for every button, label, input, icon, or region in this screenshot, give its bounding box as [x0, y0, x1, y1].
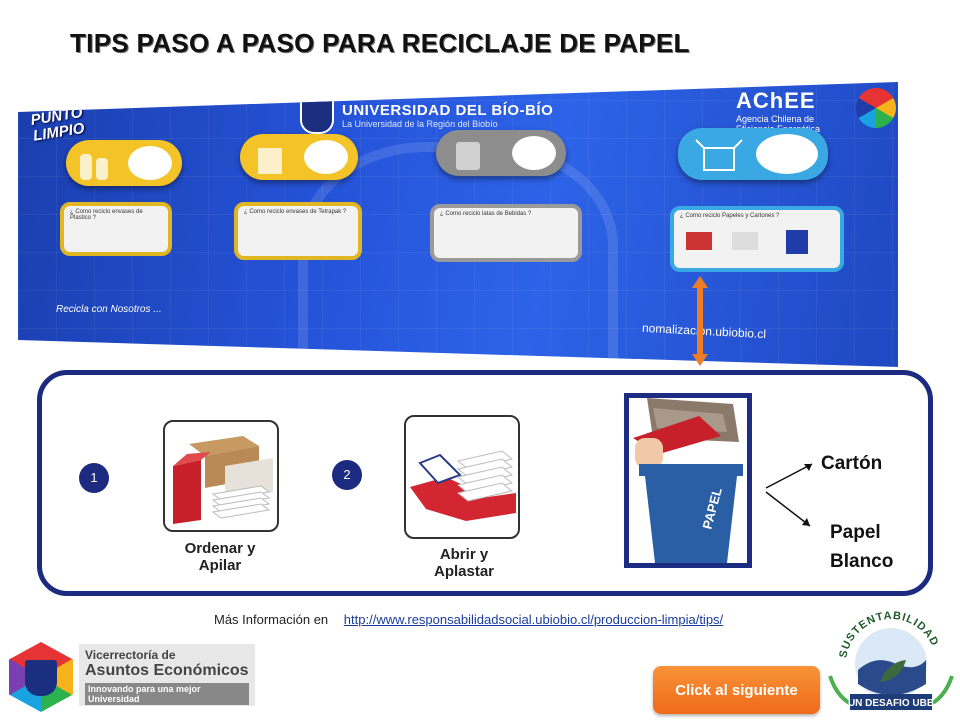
- page-title: TIPS PASO A PASO PARA RECICLAJE DE PAPEL: [70, 28, 690, 58]
- bottle-icon: [80, 154, 108, 180]
- svg-text:UN DESAFIO UBB: UN DESAFIO UBB: [848, 698, 934, 709]
- university-subtitle: La Universidad de la Región del Biobío: [342, 118, 498, 129]
- flatten-box-icon: [410, 450, 516, 521]
- output-papel-blanco: Papel Blanco: [830, 522, 894, 572]
- output-arrows: [765, 463, 813, 527]
- stack-boxes-icon: [173, 436, 273, 524]
- university-shield-icon: [300, 96, 334, 134]
- step-1-image: [163, 420, 279, 532]
- step-2-number: 2: [332, 460, 362, 490]
- plastic-tips-card: ¿ Como reciclo envases de Plastico ?: [60, 202, 172, 256]
- cans-bin-slot: [436, 130, 566, 176]
- output-carton: Cartón: [821, 453, 883, 474]
- achee-sun-icon: [856, 88, 896, 128]
- university-logo: UNIVERSIDAD DEL BÍO-BÍO La Universidad d…: [300, 96, 553, 134]
- step-2-image: [404, 415, 520, 539]
- recicla-text: Recicla con Nosotros ...: [56, 304, 162, 315]
- more-info: Más Información en http://www.responsabi…: [214, 612, 723, 627]
- open-box-icon: [695, 139, 743, 171]
- university-name: UNIVERSIDAD DEL BÍO-BÍO: [342, 101, 554, 119]
- double-arrow-icon: [692, 276, 708, 366]
- step-1-label: Ordenar y Apilar: [184, 540, 256, 574]
- next-button[interactable]: Click al siguiente: [653, 666, 820, 714]
- step-1-number: 1: [79, 463, 109, 493]
- carton-box-icon: [258, 148, 282, 174]
- step-2-label: Abrir y Aplastar: [433, 546, 495, 580]
- more-info-label: Más Información en: [214, 612, 329, 627]
- paper-bin-image: PAPEL: [624, 393, 752, 568]
- recycling-bin-icon: PAPEL: [633, 398, 743, 563]
- vicerrectoria-logo: Vicerrectoría de Asuntos Económicos Inno…: [9, 640, 255, 714]
- cans-tips-card: ¿ Como reciclo latas de Bebidas ?: [430, 204, 582, 262]
- more-info-link[interactable]: http://www.responsabilidadsocial.ubiobio…: [343, 612, 724, 627]
- paper-tips-card: ¿ Como reciclo Papeles y Cartones ?: [670, 206, 844, 272]
- plastic-bin-slot: [66, 140, 182, 186]
- paper-bin-slot: [678, 128, 828, 180]
- tetrapak-bin-slot: [240, 134, 358, 180]
- sustentabilidad-logo: SUSTENTABILIDAD UN DESAFIO UBB: [828, 610, 954, 710]
- tetrapak-tips-card: ¿ Como reciclo envases de Tetrapak ?: [234, 202, 362, 260]
- achee-name: AChEE: [736, 88, 816, 113]
- can-icon: [456, 142, 480, 170]
- paper-steps-thumbnail: [686, 230, 808, 254]
- vicerrectoria-hex-icon: [9, 642, 73, 712]
- punto-limpio-banner: PUNTO LIMPIO UNIVERSIDAD DEL BÍO-BÍO La …: [18, 82, 898, 367]
